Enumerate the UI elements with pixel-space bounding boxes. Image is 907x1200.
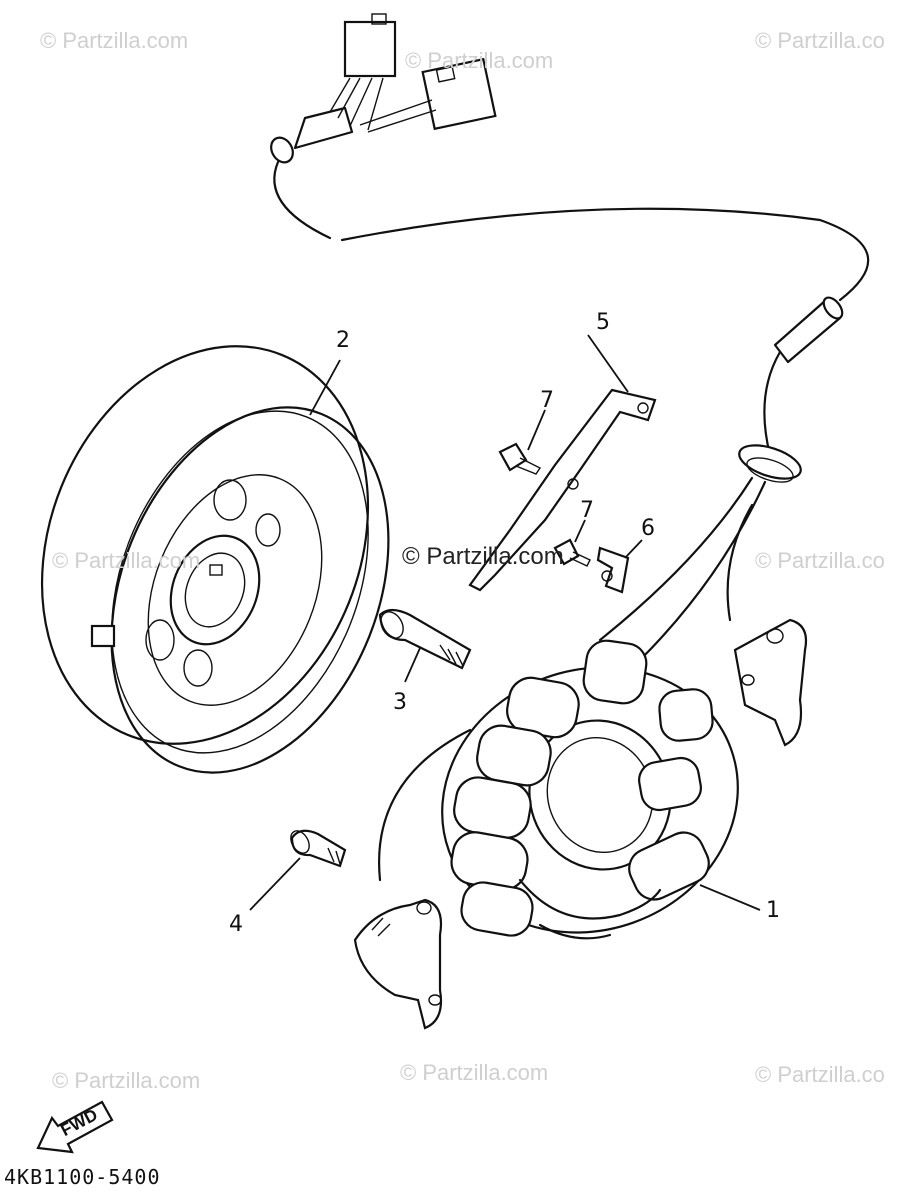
pickup-coil-left[interactable] (353, 728, 472, 1030)
leader-7b (574, 519, 586, 543)
clamp-plate-5[interactable] (468, 388, 657, 592)
stator-lead-grommet[interactable] (598, 294, 846, 662)
leader-3 (404, 647, 421, 683)
watermark: © Partzilla.com (40, 28, 189, 53)
pickup-coil-right[interactable] (733, 618, 808, 747)
callout-2[interactable]: 2 (336, 328, 350, 353)
rotor-flywheel[interactable] (0, 297, 440, 814)
watermark: © Partzilla.com (405, 48, 554, 73)
callout-3[interactable]: 3 (393, 690, 407, 715)
callout-7-upper[interactable]: 7 (540, 388, 554, 413)
callout-7-lower[interactable]: 7 (580, 498, 594, 523)
watermark: © Partzilla.com (400, 1060, 549, 1085)
leader-5 (587, 334, 629, 393)
callout-1[interactable]: 1 (766, 898, 780, 923)
leader-2 (309, 359, 341, 416)
drawing-code: 4KB1100-5400 (4, 1165, 161, 1189)
watermark: © Partzilla.com (52, 548, 201, 573)
fwd-arrow-icon (36, 1100, 114, 1154)
callout-6[interactable]: 6 (641, 516, 655, 541)
callout-4[interactable]: 4 (229, 912, 243, 937)
screw-7a[interactable] (498, 442, 542, 475)
small-clamp-6[interactable] (596, 546, 630, 594)
bolt-3[interactable] (376, 608, 472, 670)
watermark: © Partzilla.co (755, 1062, 885, 1087)
screw-7b[interactable] (553, 538, 591, 567)
watermark: © Partzilla.co (755, 548, 885, 573)
callout-5[interactable]: 5 (596, 310, 610, 335)
bolt-4[interactable] (287, 828, 347, 868)
stator-assembly[interactable] (405, 627, 776, 974)
leader-7a (527, 409, 546, 451)
wire-harness-connector[interactable] (267, 13, 870, 302)
center-watermark: © Partzilla.com (402, 543, 564, 570)
leader-1 (699, 884, 761, 911)
watermark: © Partzilla.com (52, 1068, 201, 1093)
leader-6 (624, 539, 643, 559)
watermark: © Partzilla.co (755, 28, 885, 53)
leader-4 (249, 857, 301, 911)
